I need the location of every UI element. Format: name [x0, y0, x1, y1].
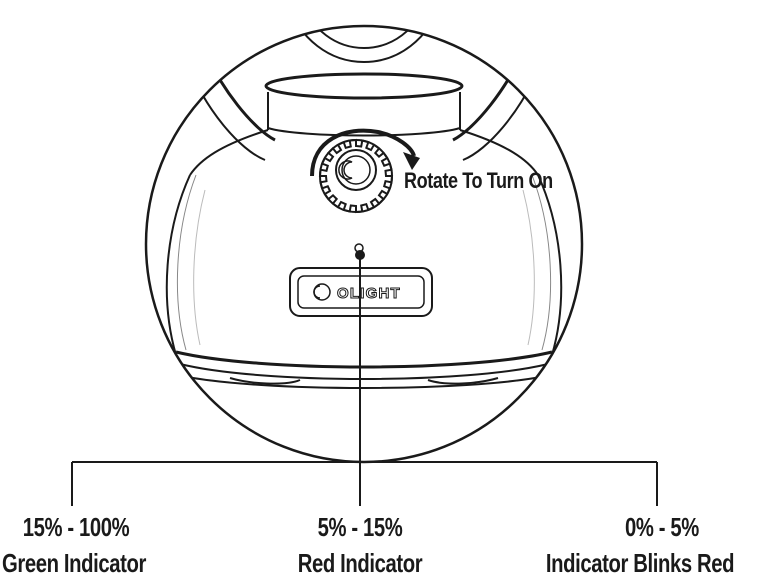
indicator-range-green: 15% - 100% — [22, 512, 130, 542]
indicator-pointer — [71, 250, 658, 506]
indicator-desc-blink: Indicator Blinks Red — [545, 548, 735, 578]
indicator-desc-green: Green Indicator — [1, 548, 147, 578]
lantern-body — [165, 26, 563, 389]
indicator-desc-red: Red Indicator — [297, 548, 423, 578]
rotate-arrow-icon — [310, 128, 420, 177]
indicator-range-blink: 0% - 5% — [625, 512, 699, 542]
brand-text: OLIGHT — [337, 285, 401, 302]
indicator-range-red: 5% - 15% — [317, 512, 403, 542]
magnifier-circle — [144, 24, 584, 464]
rotate-instruction: Rotate To Turn On — [404, 168, 553, 193]
rotary-knob — [318, 138, 394, 214]
